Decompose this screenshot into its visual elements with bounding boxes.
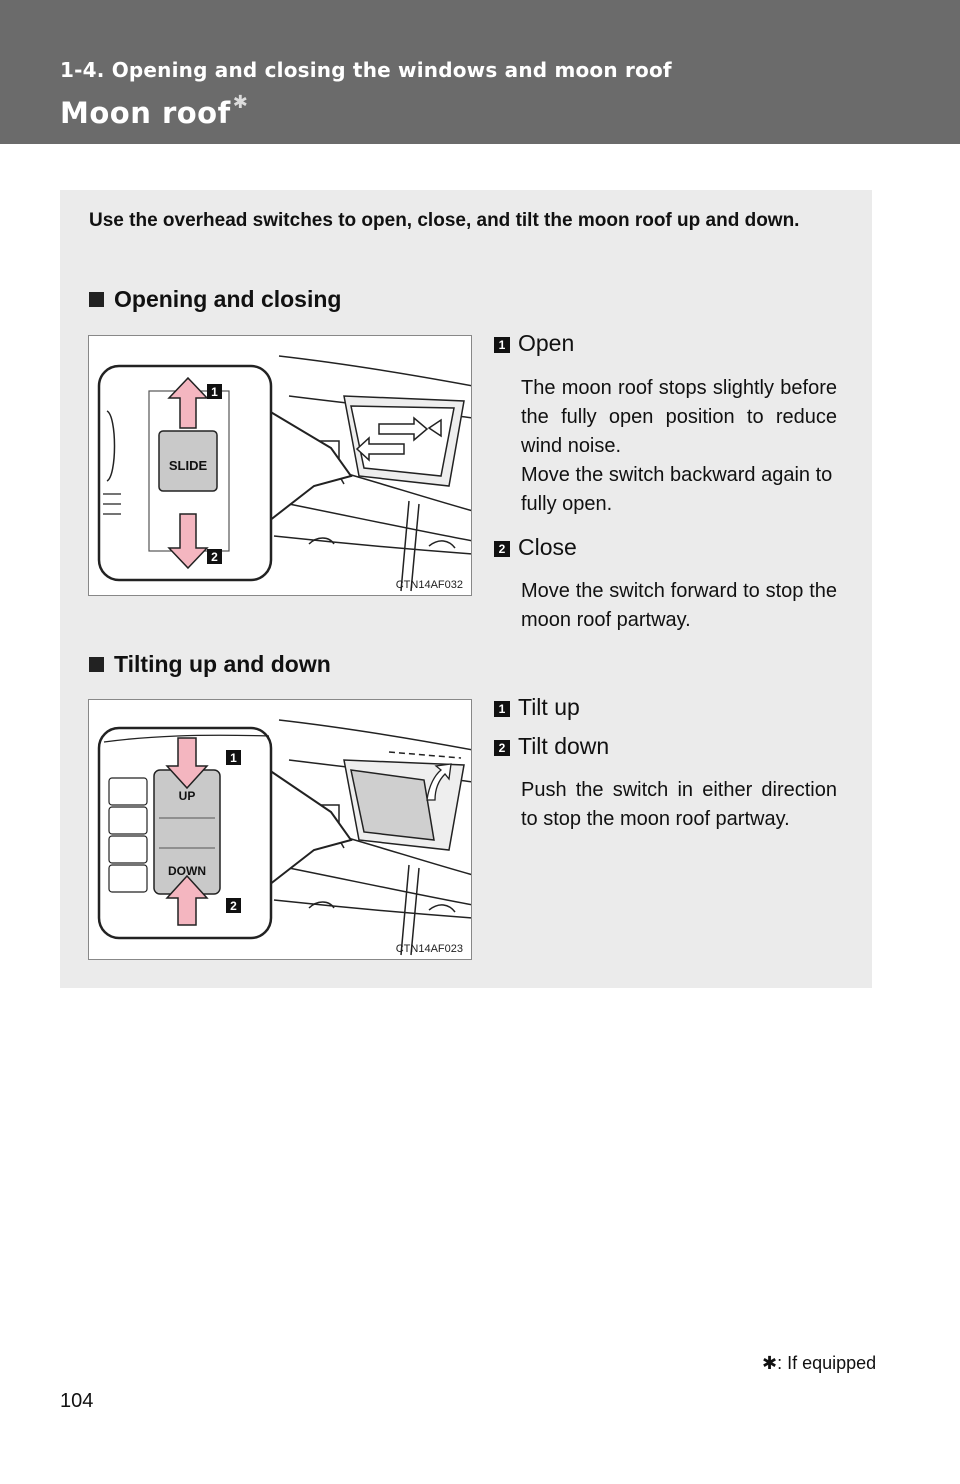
- callout-badge-2: [207, 549, 222, 564]
- page-title: Moon roof✱: [60, 92, 248, 130]
- figure-code: CTN14AF023: [395, 943, 463, 955]
- section-title: 1-4. Opening and closing the windows and…: [60, 58, 672, 82]
- page-header: 1-4. Opening and closing the windows and…: [0, 0, 960, 144]
- callout-badge-2-text: 2: [211, 550, 218, 564]
- opening-heading-text: Opening and closing: [114, 286, 342, 312]
- callout-badge-1-text: 1: [230, 751, 237, 765]
- intro-text: Use the overhead switches to open, close…: [89, 210, 800, 231]
- arrow-up-icon: [165, 874, 209, 926]
- tilt-description: Push the switch in either direction to s…: [521, 779, 837, 830]
- number-badge-2: 2: [494, 740, 510, 756]
- close-description-line: Move the switch forward to stop the moon…: [521, 580, 837, 631]
- title-text: Moon roof: [60, 96, 231, 130]
- open-description: The moon roof stops slightly before the …: [521, 374, 837, 519]
- callout-badge-1: [226, 750, 241, 765]
- arrow-down-icon: [167, 513, 209, 570]
- arrow-down-icon: [165, 737, 209, 790]
- tilt-switch-figure: UP DOWN 1 2 CTN14AF023: [88, 699, 472, 960]
- open-label: Open: [518, 330, 575, 356]
- number-badge-1: 1: [494, 337, 510, 353]
- close-label: Close: [518, 534, 577, 560]
- figure-code: CTN14AF032: [395, 579, 463, 591]
- open-item: 1 Open: [494, 330, 574, 357]
- tilt-down-item: 2 Tilt down: [494, 733, 609, 760]
- arrow-up-icon: [167, 376, 209, 429]
- number-badge-2: 2: [494, 541, 510, 557]
- if-equipped-mark: ✱: [232, 92, 249, 113]
- callout-badge-2: [226, 898, 241, 913]
- up-label: UP: [179, 789, 196, 803]
- tilting-heading-text: Tilting up and down: [114, 651, 331, 677]
- page-number: 104: [60, 1390, 94, 1412]
- callout-badge-2-text: 2: [230, 899, 237, 913]
- footnote: ✱: If equipped: [762, 1353, 877, 1373]
- slide-label: SLIDE: [169, 458, 208, 473]
- tilt-up-label: Tilt up: [518, 694, 580, 720]
- callout-badge-1: [207, 384, 222, 399]
- square-bullet-icon: [89, 292, 104, 307]
- open-description-line: The moon roof stops slightly before the …: [521, 377, 837, 457]
- down-label: DOWN: [168, 864, 206, 878]
- callout-badge-1-text: 1: [211, 385, 218, 399]
- close-item: 2 Close: [494, 534, 577, 561]
- opening-heading: Opening and closing: [89, 286, 341, 313]
- tilt-up-item: 1 Tilt up: [494, 694, 580, 721]
- slide-switch-figure: SLIDE 1 2 CTN14AF032: [88, 335, 472, 596]
- tilt-down-label: Tilt down: [518, 733, 610, 759]
- open-description-line: Move the switch backward again to fully …: [521, 464, 833, 515]
- close-description: Move the switch forward to stop the moon…: [521, 577, 837, 635]
- square-bullet-icon: [89, 657, 104, 672]
- tilting-heading: Tilting up and down: [89, 651, 331, 678]
- number-badge-1: 1: [494, 701, 510, 717]
